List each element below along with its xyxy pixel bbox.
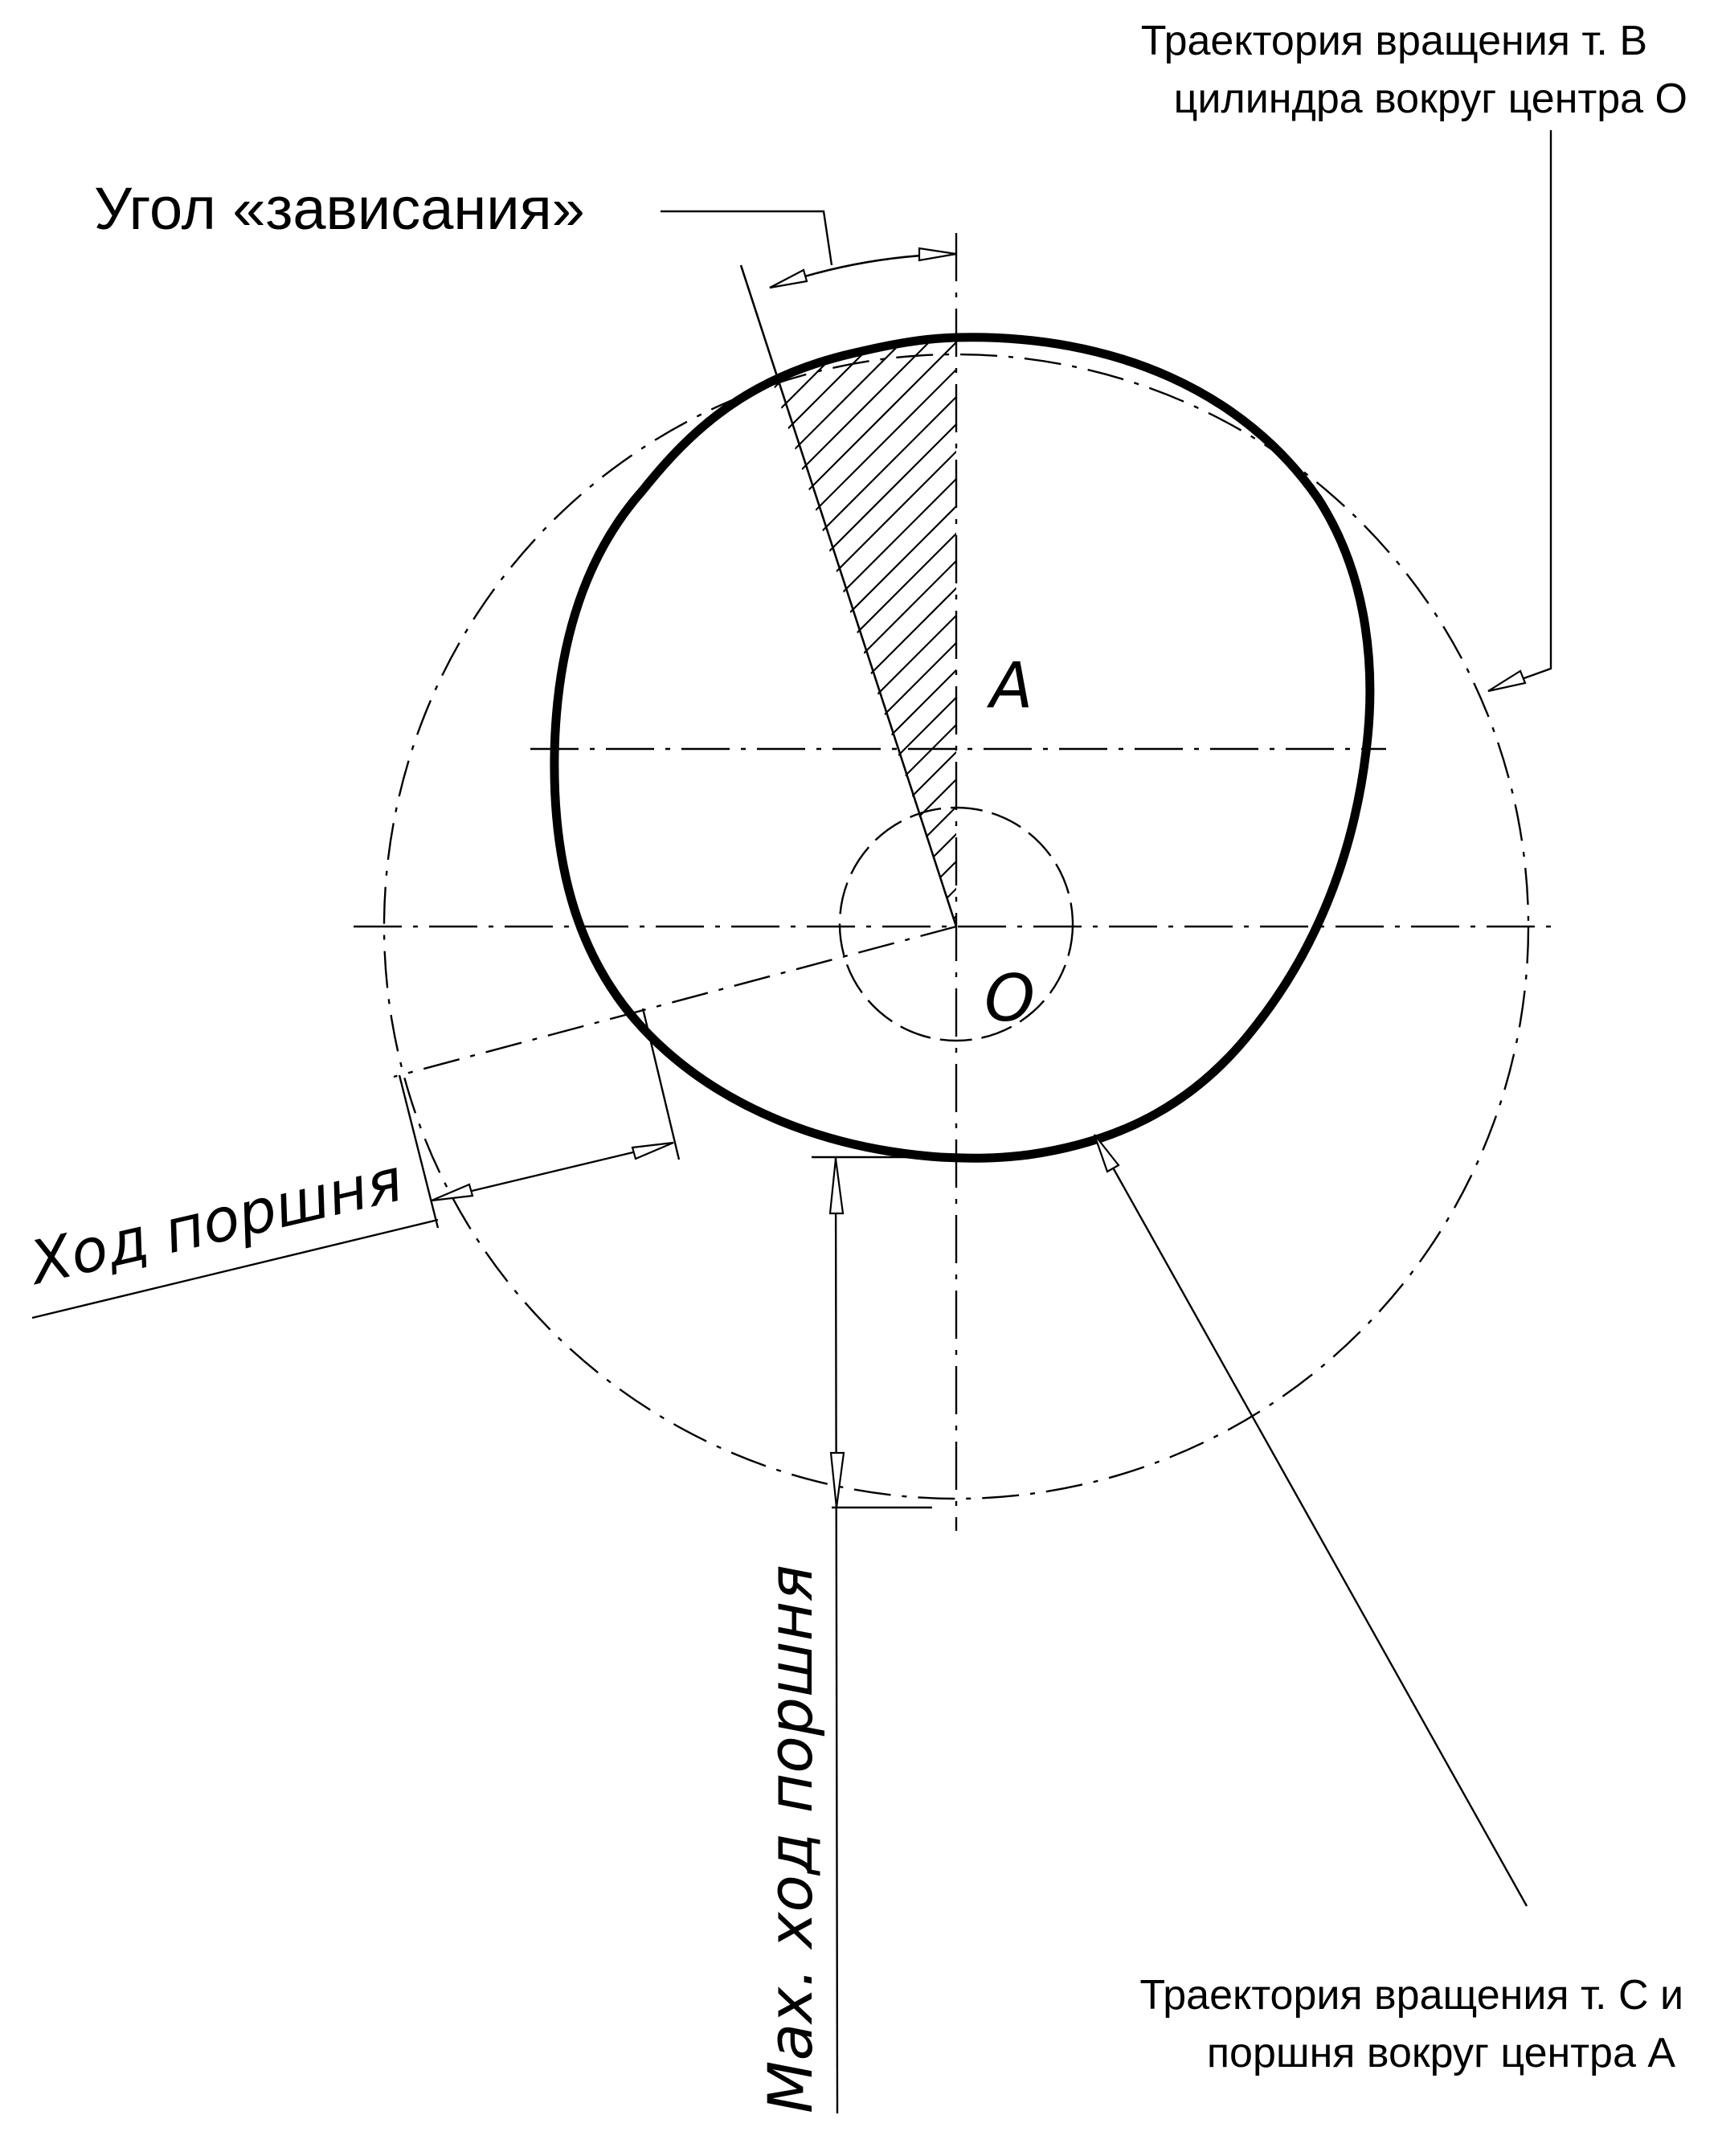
trajectory-b-leader — [1487, 130, 1552, 693]
hatch-line — [770, 342, 956, 440]
hatch-line — [723, 942, 1012, 1231]
hang-angle-arrow-left — [769, 268, 808, 289]
piston-stroke-radial-line — [393, 925, 957, 1078]
point-o-label: O — [984, 961, 1035, 1036]
hatch-line — [770, 367, 956, 658]
hatch-line — [770, 722, 956, 927]
trajectory-c-label-line2: поршня вокруг центра A — [1207, 2030, 1675, 2076]
hatch-line — [770, 531, 956, 822]
trajectory-c-thick-circle — [550, 333, 1375, 1163]
hatch-line — [770, 640, 956, 927]
trajectory-b-leader-arrow — [1487, 669, 1527, 693]
hatch-line — [770, 342, 956, 412]
hatch-line — [723, 0, 1012, 275]
hatch-line — [770, 668, 956, 927]
hatch-line — [770, 504, 956, 795]
max-piston-stroke-label: Max. ход поршня — [755, 1565, 826, 2113]
hatch-line — [770, 750, 956, 927]
trajectory-b-label-line1: Траектория вращения т. В — [1141, 18, 1647, 64]
hatch-line — [770, 342, 956, 467]
hatch-line — [770, 342, 956, 603]
hatch-line — [723, 0, 1012, 84]
piston-stroke-label: Ход поршня — [21, 1146, 409, 1299]
hatch-line — [723, 40, 1012, 329]
hatch-line — [723, 0, 1012, 56]
max-stroke-arrow-bottom — [829, 1451, 845, 1508]
hatch-line — [770, 586, 956, 877]
hatch-line — [770, 859, 956, 927]
trajectory-c-leader — [1093, 1134, 1528, 1907]
hatch-line — [770, 695, 956, 927]
hatch-line — [770, 777, 956, 927]
hatch-line — [770, 342, 956, 522]
hatch-line — [770, 886, 956, 927]
hatch-line — [723, 0, 1012, 111]
hatch-line — [770, 558, 956, 849]
max-stroke-dimension-line — [834, 1156, 839, 2114]
hatch-line — [723, 0, 1012, 29]
hatch-line — [723, 13, 1012, 302]
hatch-line — [770, 422, 956, 713]
hatch-line — [770, 449, 956, 740]
trajectory-c-label-line1: Траектория вращения т. С и — [1139, 1972, 1683, 2019]
piston-stroke-arrow-right — [631, 1141, 674, 1160]
hatch-line — [770, 342, 956, 549]
point-a-label: A — [986, 650, 1033, 722]
hatch-line — [723, 0, 1012, 166]
trajectory-b-label-line2: цилиндра вокруг центра О — [1174, 76, 1687, 122]
hatch-line — [723, 0, 1012, 220]
hang-angle-inclined-line — [739, 264, 958, 927]
hatch-line — [723, 0, 1012, 138]
hatch-line — [770, 342, 956, 576]
hang-angle-arrow-right — [918, 247, 957, 262]
hang-angle-hatched-sector — [723, 0, 1012, 1231]
piston-stroke-extension-outer — [398, 1074, 440, 1229]
hang-angle-label: Угол «зависания» — [94, 175, 585, 242]
max-stroke-arrow-top — [828, 1158, 845, 1215]
piston-stroke-label-leader — [31, 1218, 439, 1319]
hatch-line — [770, 395, 956, 685]
hatch-line — [723, 0, 1012, 2]
piston-stroke-extension-inner — [641, 1008, 681, 1160]
hang-angle-leader — [661, 210, 833, 266]
hatch-line — [770, 477, 956, 767]
trajectory-c-leader-arrow — [1093, 1134, 1120, 1173]
piston-stroke-arrow-left — [431, 1183, 474, 1202]
hatch-line — [723, 0, 1012, 193]
